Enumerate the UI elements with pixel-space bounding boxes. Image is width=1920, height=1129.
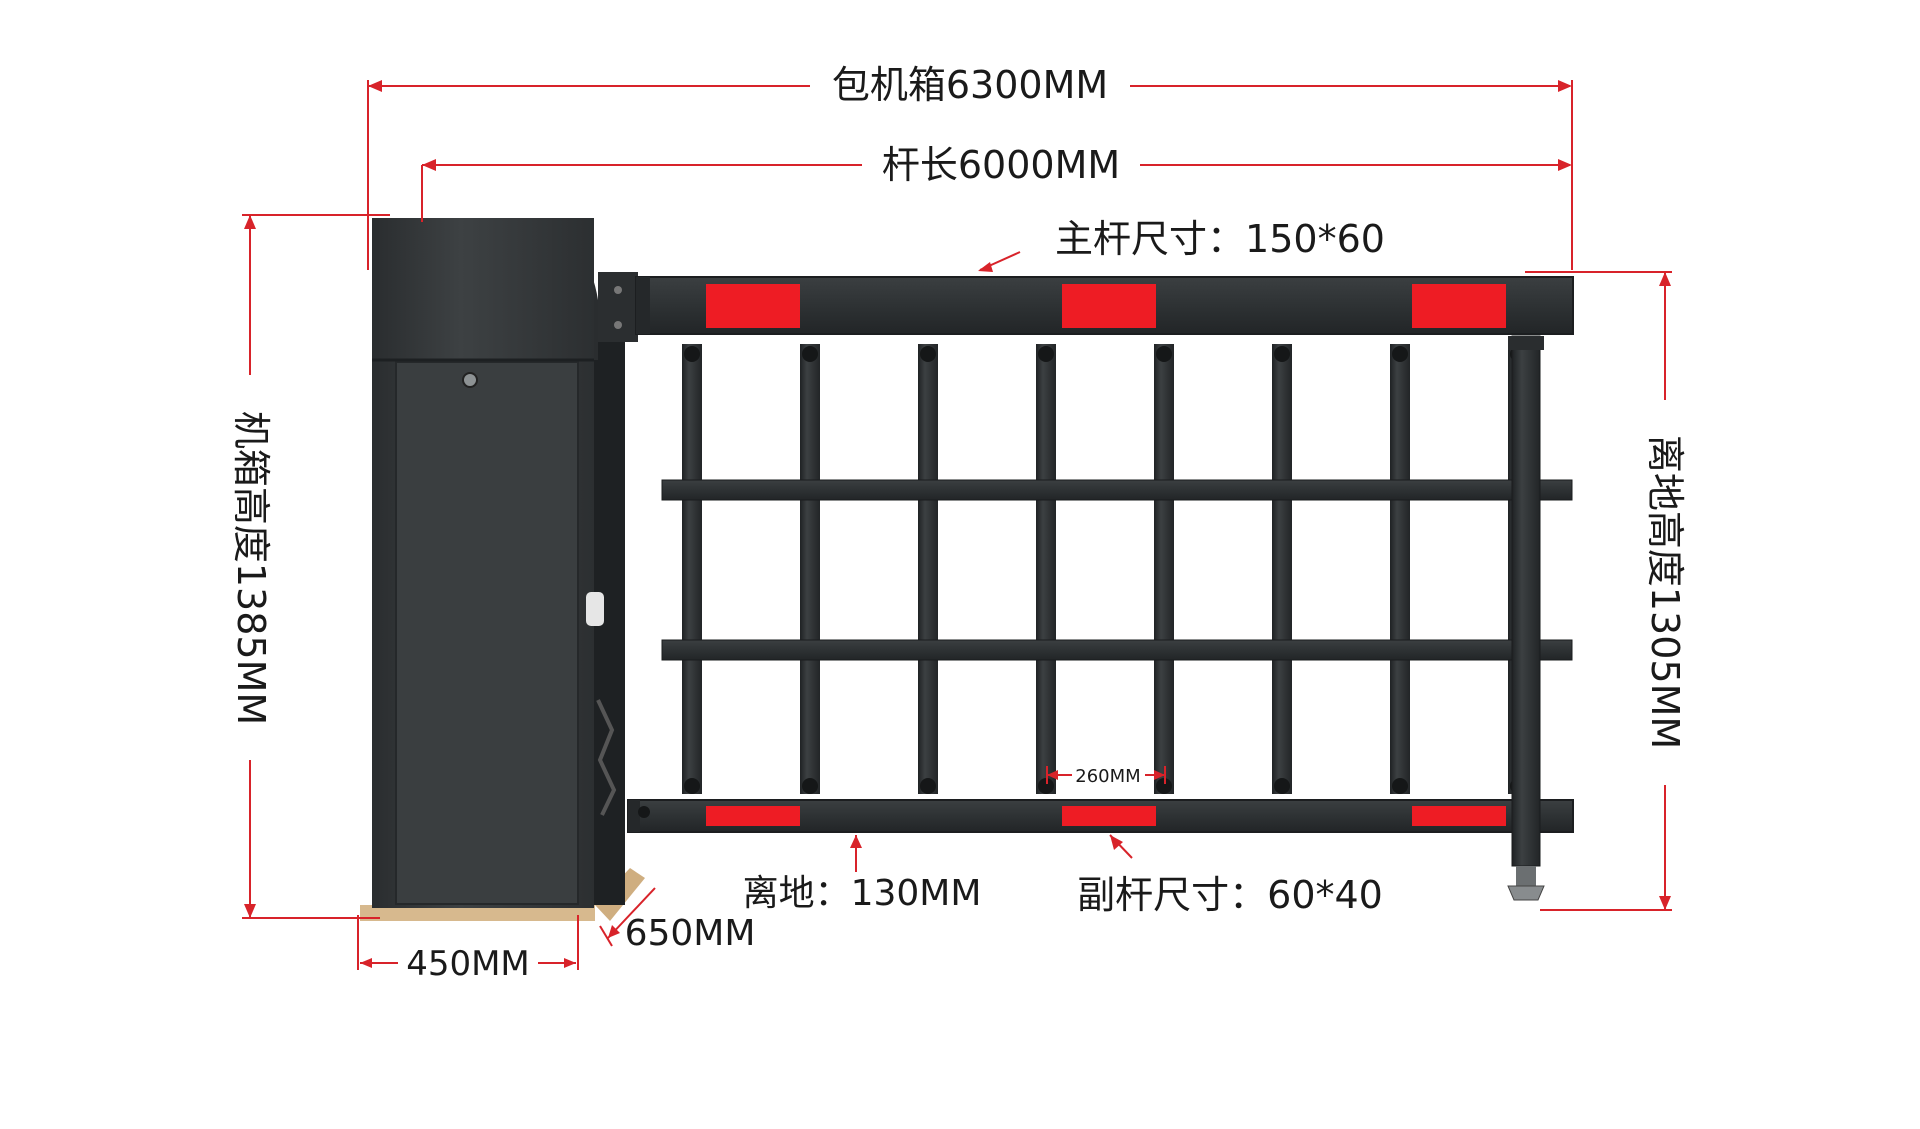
arm-mount-bolt	[614, 286, 622, 294]
sub-bar-mount-bolt	[638, 806, 650, 818]
arrow-head	[1154, 770, 1165, 780]
arrow-head	[244, 215, 256, 229]
sub-bar-size-label: 副杆尺寸：60*40	[1077, 873, 1383, 917]
reflector-bottom-3	[1412, 806, 1506, 826]
linkage-spring	[596, 699, 617, 816]
vertical-bar	[800, 344, 820, 794]
arrow-head	[1558, 80, 1572, 92]
vertical-bar	[1154, 344, 1174, 794]
reflector-bottom-1	[706, 806, 800, 826]
arrow-head	[850, 835, 862, 848]
cabinet-height-label: 机箱高度1385MM	[229, 411, 273, 725]
ground-clearance-label: 离地：130MM	[743, 873, 982, 914]
dimension-arrows	[244, 80, 1671, 968]
arrow-head	[360, 958, 372, 968]
dim-cabinet-depth-tick	[599, 925, 613, 947]
reflector-top-3	[1412, 284, 1506, 328]
arrow-head	[368, 80, 382, 92]
support-leg	[1511, 335, 1541, 867]
vertical-bar	[1390, 344, 1410, 794]
main-bar-size-label: 主杆尺寸：150*60	[1055, 217, 1385, 261]
arrow-head	[1558, 159, 1572, 171]
ground-height-label: 离地高度1305MM	[1643, 435, 1687, 749]
support-leg-cap	[1508, 336, 1544, 350]
barrier-arm	[627, 276, 1574, 901]
horizontal-rail	[661, 479, 1573, 501]
arrow-head	[978, 262, 993, 272]
vertical-bar	[918, 344, 938, 794]
vertical-bar	[1036, 344, 1056, 794]
reflector-top-2	[1062, 284, 1156, 328]
arrow-head	[1659, 272, 1671, 286]
cabinet-depth-label: 650MM	[625, 913, 756, 954]
arm-mount-bolt	[614, 321, 622, 329]
vertical-bar	[1272, 344, 1292, 794]
main-bar-end-cap	[636, 277, 650, 334]
arrow-head	[422, 159, 436, 171]
horizontal-rail	[661, 639, 1573, 661]
cabinet-base-plate	[360, 905, 595, 921]
bar-spacing-label: 260MM	[1075, 766, 1140, 787]
arrow-head	[1659, 896, 1671, 910]
cabinet-width-label: 450MM	[406, 944, 530, 984]
boom-length-label: 杆长6000MM	[882, 143, 1120, 187]
labels: 包机箱6300MM 杆长6000MM 主杆尺寸：150*60 260MM 离地：…	[229, 63, 1687, 984]
arrow-head	[564, 958, 576, 968]
vertical-bar	[682, 344, 702, 794]
cabinet-door	[395, 361, 579, 905]
vertical-bars	[682, 344, 1528, 794]
arrow-head	[608, 925, 620, 938]
reflector-bottom-2	[1062, 806, 1156, 826]
sensor-window	[586, 592, 604, 626]
ground-foot-icon	[1507, 885, 1545, 901]
support-leg-foot	[1516, 866, 1536, 886]
arrow-head	[1110, 835, 1123, 850]
arm-mount-plate	[598, 272, 638, 342]
lock-icon	[462, 372, 478, 388]
arrow-head	[1047, 770, 1058, 780]
sub-bar-end-cap	[628, 800, 640, 832]
cabinet	[360, 218, 645, 921]
arrow-head	[244, 904, 256, 918]
overall-length-label: 包机箱6300MM	[832, 63, 1108, 107]
reflector-top-1	[706, 284, 800, 328]
